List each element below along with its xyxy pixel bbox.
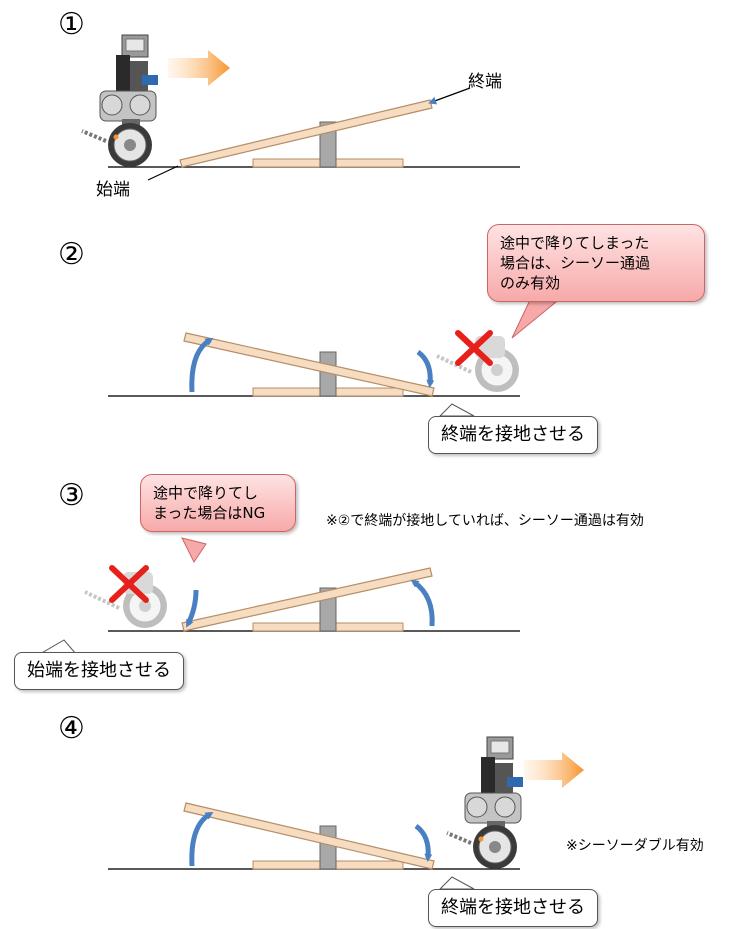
down-arrow-icon: [414, 823, 433, 862]
bubble-tail: [181, 537, 207, 563]
bubble-line: のみ有効: [500, 274, 561, 292]
seesaw-plank: [181, 567, 433, 632]
step-number-1: ①: [58, 7, 85, 42]
up-arrow-icon: [189, 811, 214, 867]
seesaw-plank: [179, 99, 433, 168]
bubble-line: 途中で降りてし: [153, 484, 259, 502]
step-number-4: ④: [58, 711, 85, 746]
step-number-3: ③: [58, 478, 85, 513]
step3-note: ※②で終端が接地していれば、シーソー通過は有効: [326, 513, 644, 529]
bubble-tail: [511, 299, 558, 339]
up-arrow-icon: [410, 579, 435, 627]
up-arrow-icon: [189, 337, 214, 393]
start-pointer: [147, 165, 179, 181]
robot-icon: [445, 735, 525, 871]
panel-4: [108, 735, 584, 890]
start-grounding-box: 始端を接地させる: [14, 652, 184, 690]
step4-note: ※シーソーダブル有効: [566, 838, 704, 854]
bubble-line: 場合は、シーソー通過: [500, 254, 651, 272]
seesaw-plank: [183, 332, 435, 397]
bubble-line: まった場合はNG: [153, 504, 266, 522]
forward-arrow-icon: [524, 752, 584, 788]
down-arrow-icon: [185, 589, 199, 628]
box-tail: [438, 876, 475, 890]
warning-bubble: 途中で降りてし まった場合はNG: [140, 474, 296, 532]
panel-1: [80, 33, 520, 181]
down-arrow-icon: [416, 349, 435, 388]
bubble-line: 途中で降りてしまった: [500, 234, 650, 252]
panel-3: [38, 537, 520, 655]
step-number-2: ②: [58, 237, 85, 272]
box-tail: [438, 403, 475, 417]
cross-icon: [455, 330, 493, 366]
panel-2: [108, 299, 558, 417]
robot-icon: [80, 33, 160, 169]
start-label: 始端: [96, 180, 130, 200]
seesaw-pivot: [319, 825, 337, 870]
end-grounding-box: 終端を接地させる: [428, 416, 598, 454]
cross-icon: [109, 565, 149, 603]
seesaw-plank: [183, 802, 435, 870]
end-label: 終端: [468, 72, 502, 92]
warning-bubble: 途中で降りてしまった 場合は、シーソー通過 のみ有効: [487, 224, 705, 302]
forward-arrow-icon: [168, 50, 230, 86]
end-pointer: [428, 87, 471, 105]
end-grounding-box: 終端を接地させる: [428, 889, 598, 927]
